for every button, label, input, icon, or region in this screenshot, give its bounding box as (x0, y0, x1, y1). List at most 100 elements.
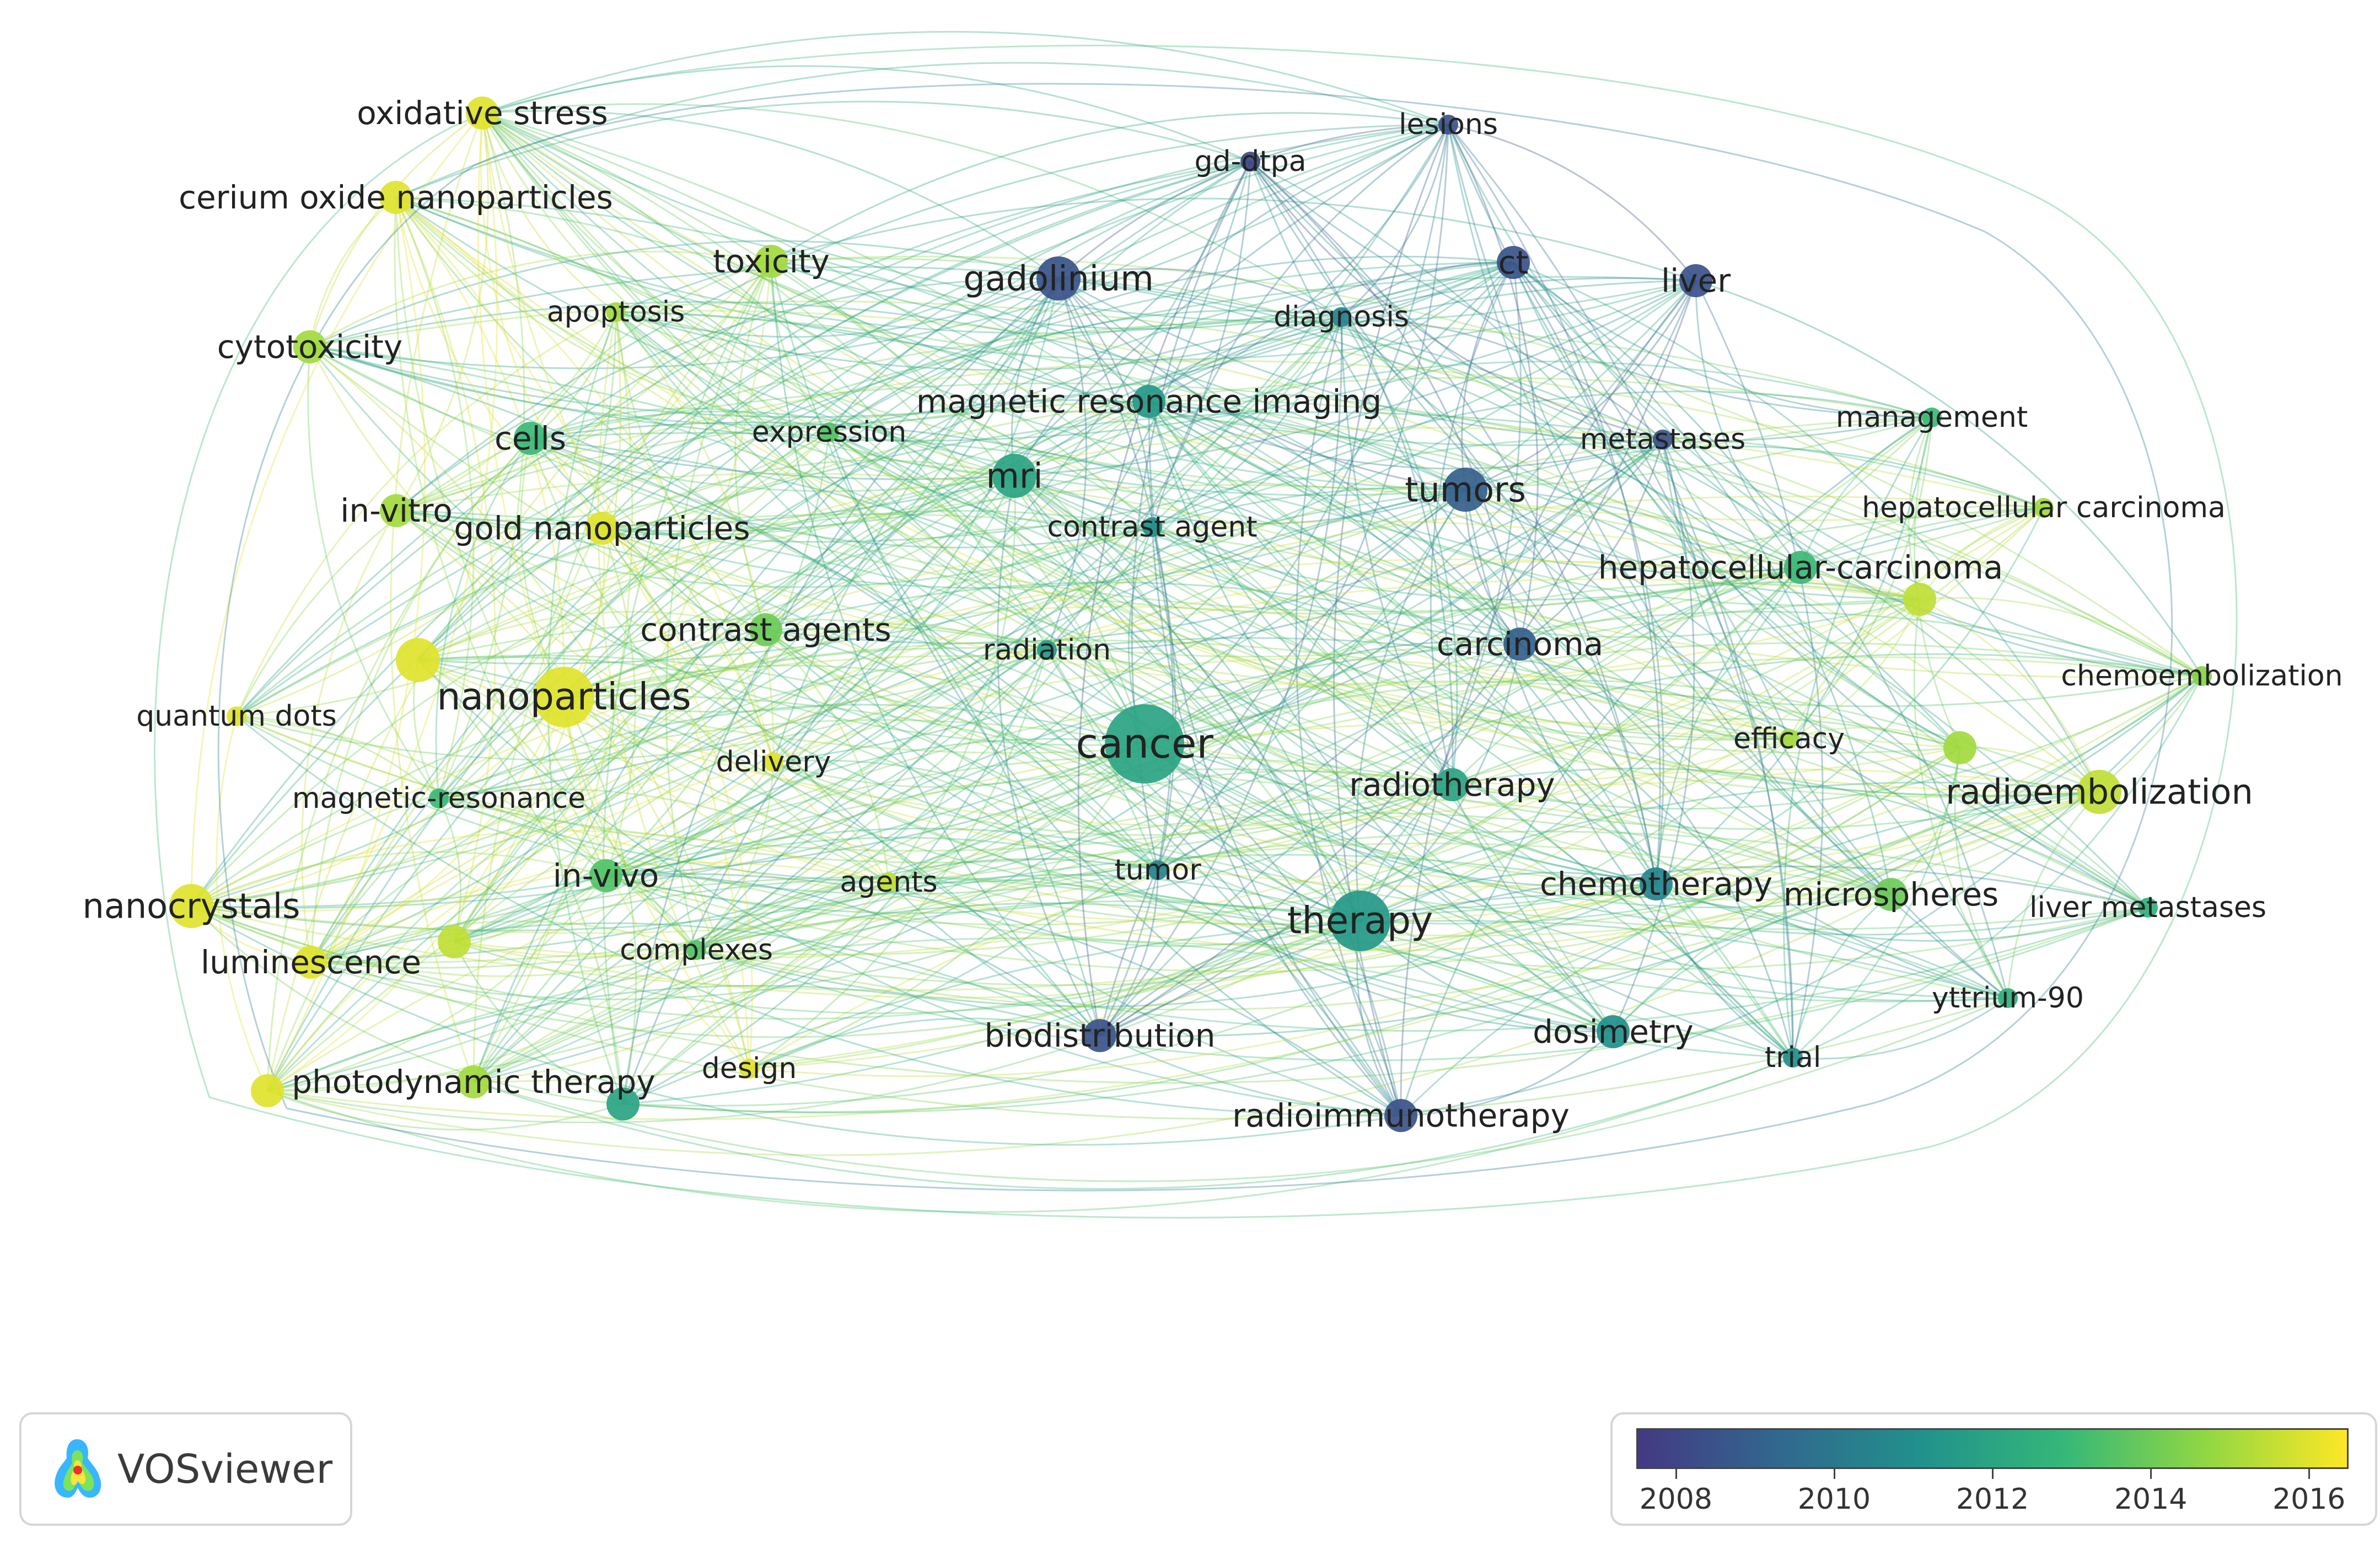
node-yttrium-90[interactable] (1998, 988, 2018, 1008)
node-in-vivo[interactable] (589, 859, 622, 892)
node-gd-dtpa[interactable] (1240, 152, 1260, 171)
node-expression[interactable] (819, 422, 839, 442)
node-liver[interactable] (1679, 264, 1712, 297)
node-apoptosis[interactable] (606, 302, 626, 322)
label-metastases[interactable]: metastases (1580, 423, 1745, 456)
node-hepatocellular-carcinoma[interactable] (2034, 498, 2054, 518)
node-photodynamic-therapy[interactable] (457, 1065, 490, 1098)
node-carcinoma[interactable] (1503, 628, 1536, 661)
node-complexes[interactable] (686, 940, 706, 960)
node-unlabeled-d[interactable] (438, 925, 471, 958)
node-tumors[interactable] (1443, 468, 1487, 512)
node-luminescence[interactable] (294, 946, 327, 979)
label-cells[interactable]: cells (495, 420, 566, 457)
label-in-vivo[interactable]: in-vivo (553, 857, 659, 894)
node-quantum-dots[interactable] (227, 706, 246, 726)
node-oxidative-stress[interactable] (466, 96, 499, 130)
label-expression[interactable]: expression (752, 416, 907, 449)
node-cerium-oxide-nanoparticles[interactable] (379, 181, 412, 214)
node-nanoparticles[interactable] (534, 667, 594, 727)
label-agents[interactable]: agents (840, 866, 937, 899)
label-diagnosis[interactable]: diagnosis (1274, 301, 1409, 334)
node-contrast-agents[interactable] (749, 613, 782, 646)
label-radioimmunotherapy[interactable]: radioimmunotherapy (1232, 1097, 1570, 1134)
label-carcinoma[interactable]: carcinoma (1437, 625, 1603, 663)
label-tumors[interactable]: tumors (1405, 470, 1526, 510)
node-gold-nanoparticles[interactable] (585, 512, 619, 545)
label-chemoembolization[interactable]: chemoembolization (2061, 660, 2343, 693)
label-hepatocellular-carcinoma[interactable]: hepatocellular carcinoma (1862, 491, 2226, 524)
label-liver-metastases[interactable]: liver metastases (2029, 891, 2266, 924)
node-liver-metastases[interactable] (2138, 898, 2158, 918)
label-contrast-agent[interactable]: contrast agent (1047, 511, 1257, 544)
label-quantum-dots[interactable]: quantum dots (136, 700, 337, 733)
node-dosimetry[interactable] (1597, 1015, 1630, 1048)
node-cells[interactable] (514, 422, 547, 455)
node-metastases[interactable] (1653, 430, 1673, 449)
label-radiation[interactable]: radiation (983, 634, 1111, 667)
label-nanoparticles[interactable]: nanoparticles (437, 675, 691, 719)
node-design[interactable] (739, 1059, 759, 1079)
label-management[interactable]: management (1836, 401, 2028, 434)
node-biodistribution[interactable] (1083, 1019, 1116, 1052)
node-agents[interactable] (879, 872, 899, 892)
node-in-vitro[interactable] (380, 494, 413, 527)
label-radioembolization[interactable]: radioembolization (1946, 772, 2253, 812)
label-gadolinium[interactable]: gadolinium (963, 259, 1153, 299)
label-liver[interactable]: liver (1661, 262, 1731, 299)
label-design[interactable]: design (702, 1052, 797, 1085)
node-radiation[interactable] (1037, 640, 1057, 660)
node-efficacy[interactable] (1779, 729, 1799, 749)
label-lesions[interactable]: lesions (1399, 108, 1498, 141)
label-gold-nanoparticles[interactable]: gold nanoparticles (454, 510, 750, 547)
node-gadolinium[interactable] (1036, 256, 1081, 301)
node-radioimmunotherapy[interactable] (1384, 1099, 1417, 1132)
label-hepatocellular-carcinoma-2[interactable]: hepatocellular-carcinoma (1598, 549, 2003, 586)
label-ct[interactable]: ct (1498, 244, 1529, 281)
label-luminescence[interactable]: luminescence (201, 943, 421, 981)
label-magnetic-resonance-imaging[interactable]: magnetic resonance imaging (916, 383, 1382, 420)
node-hepatocellular-carcinoma-2[interactable] (1784, 551, 1817, 584)
label-microspheres[interactable]: microspheres (1783, 876, 1999, 913)
node-cancer[interactable] (1105, 704, 1184, 784)
label-biodistribution[interactable]: biodistribution (985, 1017, 1216, 1054)
label-contrast-agents[interactable]: contrast agents (640, 611, 891, 648)
node-trial[interactable] (1783, 1048, 1803, 1068)
node-nanocrystals[interactable] (169, 884, 213, 928)
label-yttrium-90[interactable]: yttrium-90 (1932, 982, 2084, 1015)
node-mri[interactable] (992, 454, 1036, 498)
label-apoptosis[interactable]: apoptosis (547, 296, 685, 329)
node-radiotherapy[interactable] (1436, 768, 1469, 801)
node-ct[interactable] (1497, 246, 1530, 279)
node-magnetic-resonance-imaging[interactable] (1132, 385, 1165, 418)
node-delivery[interactable] (764, 752, 783, 772)
label-in-vitro[interactable]: in-vitro (340, 492, 452, 529)
node-diagnosis[interactable] (1331, 307, 1351, 327)
node-contrast-agent[interactable] (1142, 517, 1162, 537)
node-unlabeled-e[interactable] (251, 1074, 284, 1107)
node-therapy[interactable] (1330, 891, 1390, 951)
label-mri[interactable]: mri (986, 456, 1043, 496)
label-gd-dtpa[interactable]: gd-dtpa (1194, 145, 1306, 178)
node-toxicity[interactable] (755, 245, 788, 278)
node-lesions[interactable] (1438, 115, 1458, 135)
node-management[interactable] (1922, 408, 1942, 427)
label-cancer[interactable]: cancer (1076, 720, 1213, 768)
label-chemotherapy[interactable]: chemotherapy (1540, 865, 1772, 903)
label-efficacy[interactable]: efficacy (1733, 722, 1845, 755)
node-unlabeled-f[interactable] (606, 1087, 640, 1121)
node-microspheres[interactable] (1874, 878, 1908, 911)
node-radioembolization[interactable] (2077, 770, 2121, 814)
label-trial[interactable]: trial (1765, 1041, 1822, 1074)
label-complexes[interactable]: complexes (620, 934, 773, 967)
label-cerium-oxide-nanoparticles[interactable]: cerium oxide nanoparticles (179, 179, 613, 216)
node-chemoembolization[interactable] (2192, 666, 2212, 686)
label-magnetic-resonance[interactable]: magnetic-resonance (292, 782, 585, 815)
label-nanocrystals[interactable]: nanocrystals (83, 886, 300, 926)
node-cytotoxicity[interactable] (293, 330, 326, 363)
node-chemotherapy[interactable] (1640, 867, 1673, 900)
node-magnetic-resonance[interactable] (429, 789, 449, 808)
label-dosimetry[interactable]: dosimetry (1533, 1013, 1694, 1050)
label-tumor[interactable]: tumor (1114, 854, 1201, 887)
label-cytotoxicity[interactable]: cytotoxicity (217, 328, 402, 366)
